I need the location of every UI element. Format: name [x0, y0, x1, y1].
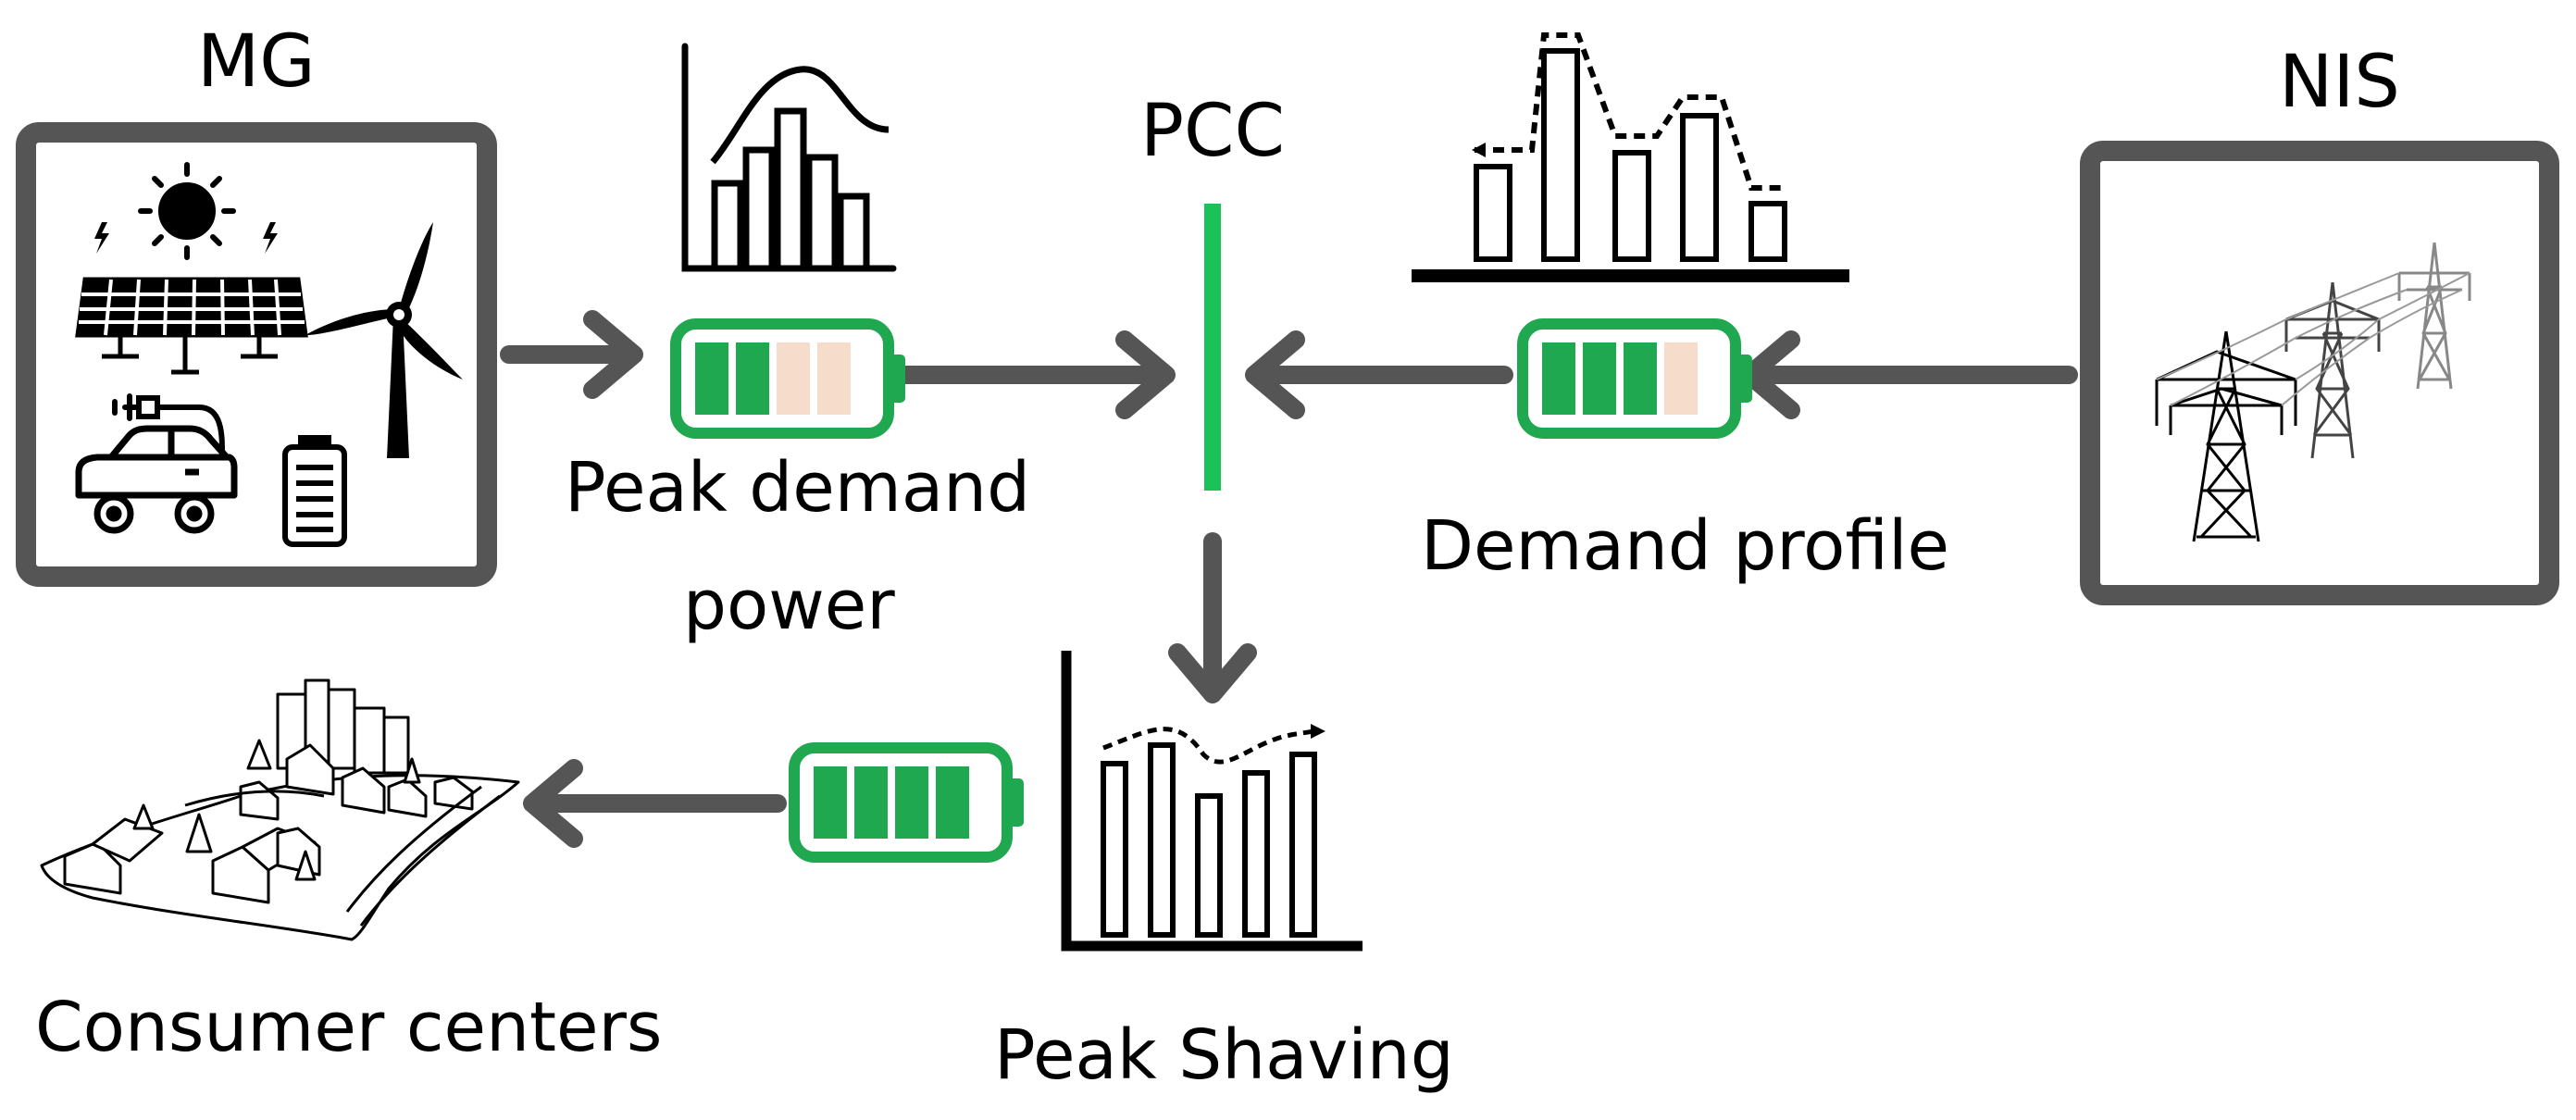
arrow-nis-to-battery [1740, 330, 2078, 419]
battery-cell-filled [1624, 342, 1657, 415]
battery-terminal [889, 355, 905, 403]
battery-cell-filled [736, 342, 769, 415]
battery-cell-filled [854, 766, 888, 839]
peak-demand-label: Peak demand [565, 448, 1031, 528]
arrow-mg-to-battery [500, 310, 643, 399]
demand-profile-label: Demand profile [1421, 506, 1950, 586]
battery-terminal [1736, 355, 1752, 403]
battery-terminal [1007, 778, 1024, 827]
mg-label: MG [197, 20, 316, 104]
battery-cell-filled [936, 766, 969, 839]
arrow-to-consumers [523, 759, 787, 848]
battery-cell-filled [1583, 342, 1616, 415]
plug-icon [112, 393, 225, 456]
arrow-nis-battery-to-pcc [1245, 330, 1513, 419]
arrow-pcc-down [1168, 532, 1257, 703]
demand-profile-chart-icon [1412, 32, 1849, 282]
lightning-icon [94, 222, 278, 254]
arrow-battery-to-pcc [893, 330, 1176, 419]
consumer-centers-label: Consumer centers [35, 988, 663, 1067]
battery-cell-empty [1664, 342, 1698, 415]
battery-nis-to-pcc [1517, 318, 1752, 439]
transmission-tower-icon [2155, 242, 2471, 542]
peak-demand-chart-icon [681, 43, 897, 272]
battery-cell-filled [695, 342, 728, 415]
wind-turbine-icon [305, 222, 463, 458]
battery-cell-empty [817, 342, 851, 415]
electric-car-icon [75, 425, 238, 534]
peak-shaving-label: Peak Shaving [994, 1015, 1454, 1095]
nis-label: NIS [2279, 41, 2400, 124]
battery-mg-to-pcc [670, 318, 905, 439]
battery-cell-filled [895, 766, 928, 839]
battery-cell-filled [814, 766, 847, 839]
battery-icon [282, 435, 347, 547]
sun-icon [138, 162, 236, 260]
solar-panel-icon [75, 277, 308, 375]
peak-shaving-chart-icon [1061, 651, 1363, 952]
battery-cell-filled [1542, 342, 1575, 415]
nis-box [2080, 141, 2559, 605]
town-icon [40, 678, 520, 941]
pcc-label: PCC [1140, 90, 1285, 173]
battery-to-consumers [789, 742, 1024, 863]
battery-cell-empty [777, 342, 810, 415]
peak-demand-label-line2: power [683, 566, 895, 645]
